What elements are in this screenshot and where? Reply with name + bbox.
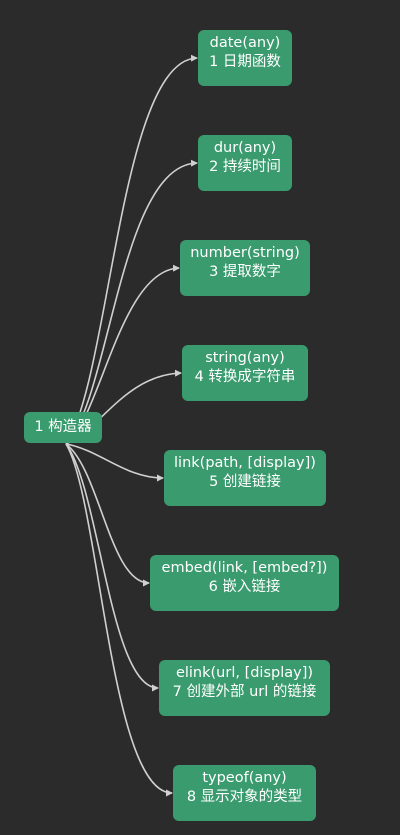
edge-typeof: [65, 443, 173, 797]
node-description: 1 日期函数: [209, 54, 281, 70]
root-label: 1 构造器: [34, 419, 92, 435]
edge-elink: [65, 443, 159, 692]
edge-dur: [65, 159, 198, 445]
node-description: 7 创建外部 url 的链接: [172, 684, 317, 700]
node-description: 6 嵌入链接: [208, 579, 281, 595]
child-node-typeof[interactable]: typeof(any) 8 显示对象的类型: [173, 765, 316, 821]
node-signature: typeof(any): [202, 770, 287, 786]
node-signature: embed(link, [embed?]): [161, 560, 328, 576]
node-description: 5 创建链接: [209, 474, 281, 490]
child-node-string[interactable]: string(any) 4 转换成字符串: [182, 345, 308, 401]
edge-link: [65, 443, 164, 482]
node-description: 3 提取数字: [209, 264, 281, 280]
node-signature: elink(url, [display]): [175, 665, 314, 681]
root-node[interactable]: 1 构造器: [24, 412, 102, 443]
child-node-link[interactable]: link(path, [display]) 5 创建链接: [164, 450, 326, 506]
edge-embed: [65, 443, 150, 587]
node-description: 4 转换成字符串: [194, 369, 296, 385]
node-signature: string(any): [205, 350, 285, 366]
child-node-dur[interactable]: dur(any) 2 持续时间: [198, 135, 292, 191]
node-signature: dur(any): [213, 140, 277, 156]
edge-date: [65, 54, 198, 445]
node-signature: number(string): [190, 245, 300, 261]
node-signature: date(any): [209, 35, 281, 51]
child-node-embed[interactable]: embed(link, [embed?]) 6 嵌入链接: [150, 555, 339, 611]
node-description: 8 显示对象的类型: [186, 789, 303, 805]
child-node-number[interactable]: number(string) 3 提取数字: [180, 240, 310, 296]
node-description: 2 持续时间: [209, 159, 281, 175]
child-node-elink[interactable]: elink(url, [display]) 7 创建外部 url 的链接: [159, 660, 330, 716]
child-node-date[interactable]: date(any) 1 日期函数: [198, 30, 292, 86]
node-signature: link(path, [display]): [174, 455, 316, 471]
